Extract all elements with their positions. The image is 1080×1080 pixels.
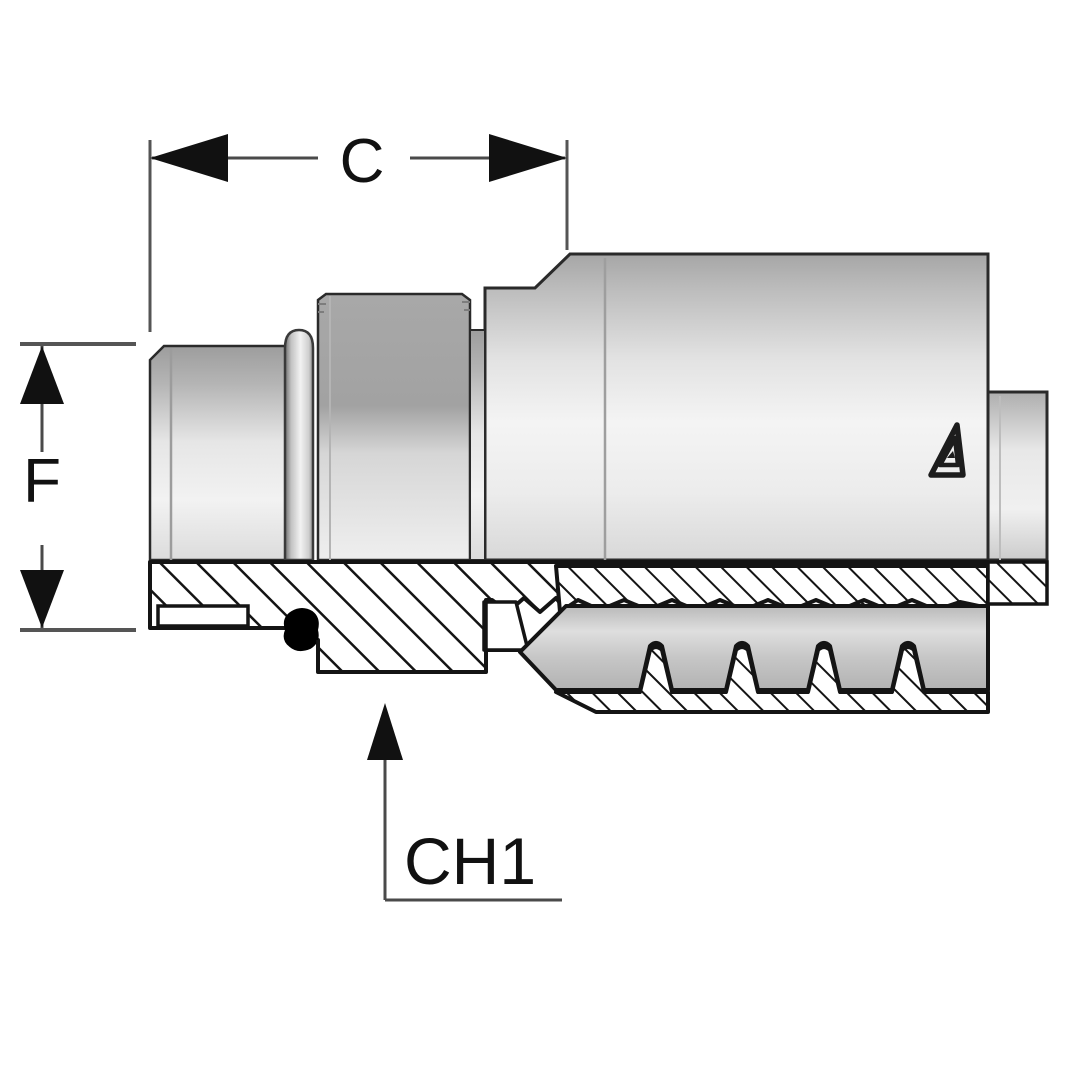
callout-ch1: CH1 [367, 703, 562, 902]
collar-upper [469, 329, 486, 561]
dim-f-arrowhead-bottom [20, 570, 64, 628]
hex-nut-upper [316, 292, 472, 562]
retaining-pin [283, 328, 315, 562]
dim-f-arrowhead-top [20, 346, 64, 404]
nut-top-steps [318, 301, 470, 313]
counterbore-recess [156, 604, 250, 628]
ch1-label: CH1 [404, 824, 536, 898]
ferrule-body [483, 252, 990, 562]
dim-f-label: F [23, 447, 61, 516]
fitting-upper-external-half [148, 252, 1049, 562]
hose-barb-core [518, 604, 990, 692]
dimension-c: C [148, 127, 569, 332]
dim-c-arrowhead-left [150, 134, 228, 182]
barb-end-section [986, 560, 1049, 606]
dim-c-arrowhead-right [489, 134, 567, 182]
dim-c-label: C [340, 127, 385, 196]
internal-step-notch [482, 600, 530, 652]
o-ring-seal [283, 608, 319, 652]
dimension-f: F [20, 342, 136, 632]
hose-wall-section-lower [554, 645, 990, 714]
hose-stub-outer [986, 390, 1049, 562]
ch1-arrowhead [367, 703, 403, 760]
fitting-lower-section-half [148, 560, 1049, 714]
stamped-logo-icon [928, 422, 966, 478]
